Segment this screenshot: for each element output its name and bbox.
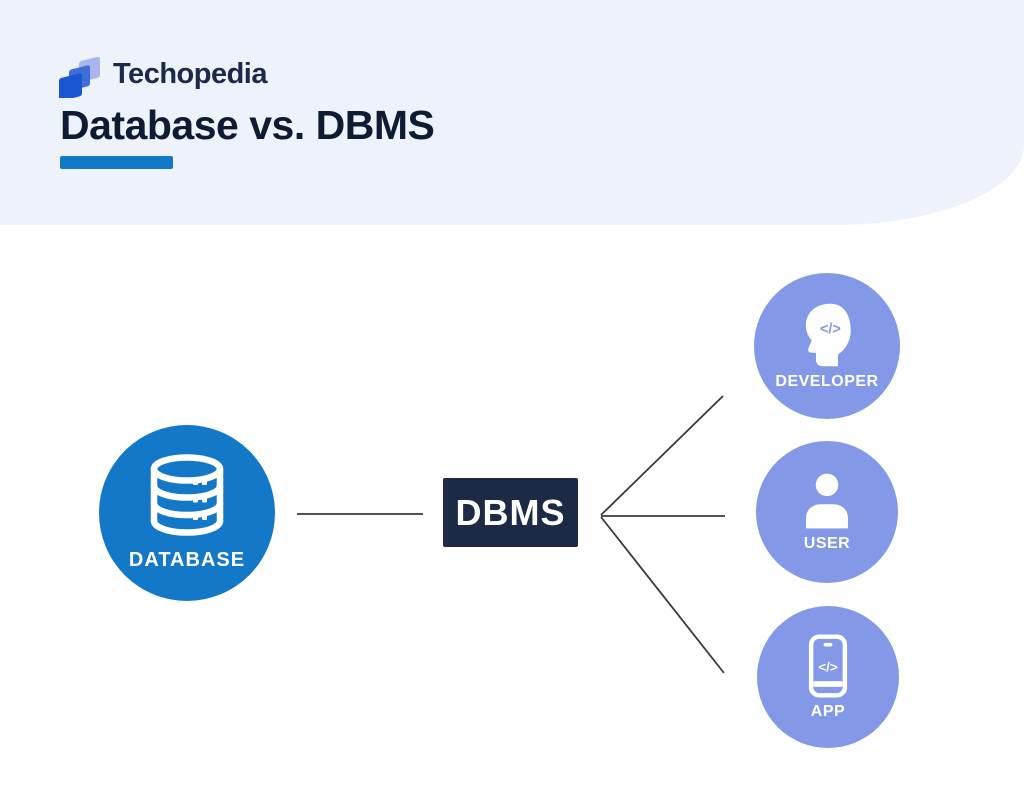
dbms-label: DBMS xyxy=(455,491,566,533)
code-glyph: </> xyxy=(820,321,841,337)
techopedia-logo-icon xyxy=(59,56,100,98)
developer-label: DEVELOPER xyxy=(775,372,879,390)
code-glyph: </> xyxy=(818,659,837,674)
brand-name: Techopedia xyxy=(113,58,268,90)
app-phone-code-icon: </> xyxy=(808,633,848,698)
database-cylinder-icon xyxy=(150,454,224,536)
user-node: USER xyxy=(756,441,898,583)
app-label: APP xyxy=(810,702,846,720)
user-person-icon xyxy=(806,473,848,528)
header-band: Techopedia Database vs. DBMS xyxy=(0,0,1024,225)
developer-node: </> DEVELOPER xyxy=(754,273,900,419)
connector-dbms-app xyxy=(600,516,725,674)
dbms-node: DBMS xyxy=(443,478,578,547)
page-title: Database vs. DBMS xyxy=(60,102,435,148)
connector-dbms-developer xyxy=(600,395,724,516)
app-node: </> APP xyxy=(757,606,899,748)
title-accent-bar xyxy=(60,156,173,169)
database-node: DATABASE xyxy=(99,425,275,601)
user-label: USER xyxy=(803,534,851,552)
database-label: DATABASE xyxy=(128,549,246,571)
brand: Techopedia xyxy=(57,51,268,98)
developer-head-code-icon: </> xyxy=(805,303,851,366)
